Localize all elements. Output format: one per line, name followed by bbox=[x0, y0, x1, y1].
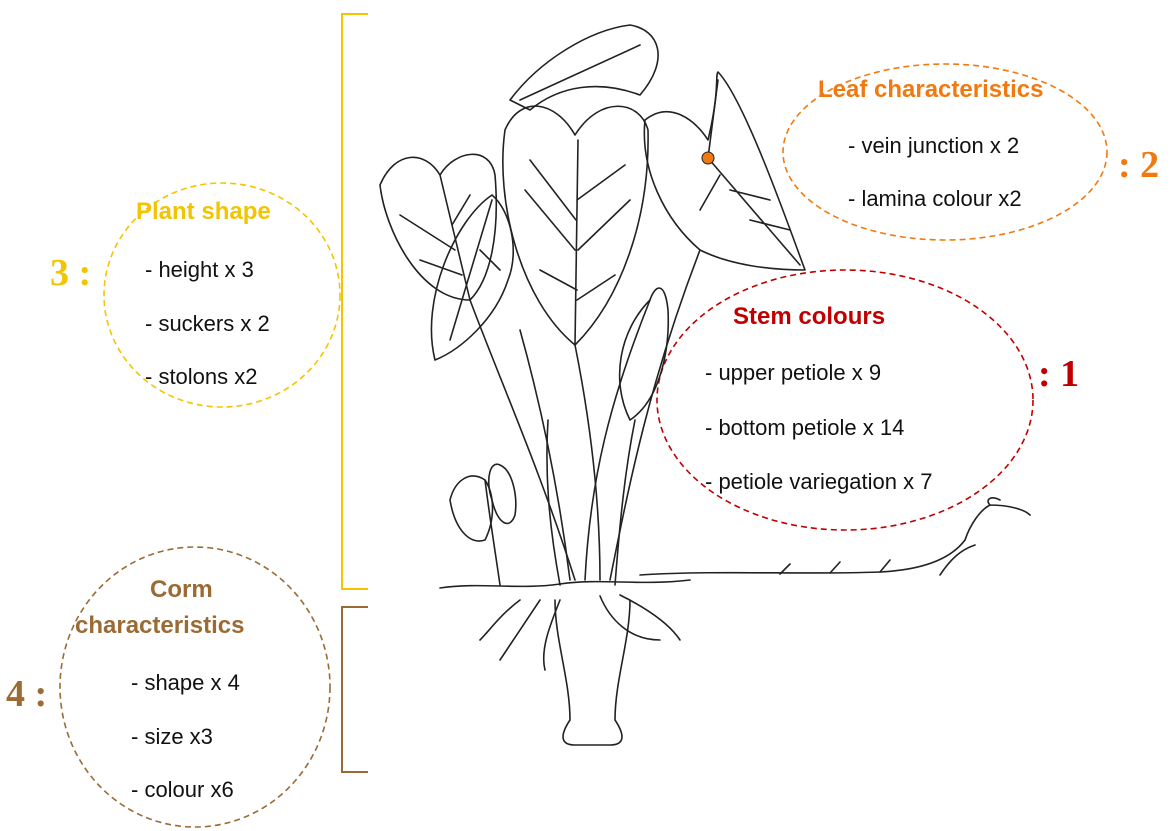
plant-shape-bracket bbox=[342, 14, 368, 589]
leaf-item-vein-junction: - vein junction x 2 bbox=[848, 133, 1019, 159]
corm-title-line1: Corm bbox=[150, 576, 213, 604]
stem-number: : 1 bbox=[1038, 352, 1079, 396]
stem-item-petiole-variegation: - petiole variegation x 7 bbox=[705, 469, 932, 495]
leaf-vein-junction-marker bbox=[702, 152, 714, 164]
corm-title-line2: characteristics bbox=[75, 612, 244, 640]
leaf-item-lamina-colour: - lamina colour x2 bbox=[848, 186, 1022, 212]
plant-shape-item-height: - height x 3 bbox=[145, 257, 254, 283]
leaf-number: : 2 bbox=[1118, 143, 1159, 187]
plant-shape-item-stolons: - stolons x2 bbox=[145, 364, 258, 390]
corm-bracket bbox=[342, 607, 368, 772]
corm-item-shape: - shape x 4 bbox=[131, 670, 240, 696]
corm-number: 4 : bbox=[6, 672, 47, 716]
corm-item-size: - size x3 bbox=[131, 724, 213, 750]
leaf-characteristics-title: Leaf characteristics bbox=[818, 76, 1043, 104]
corm-item-colour: - colour x6 bbox=[131, 777, 234, 803]
stem-item-upper-petiole: - upper petiole x 9 bbox=[705, 360, 881, 386]
stem-colours-title: Stem colours bbox=[733, 303, 885, 331]
plant-shape-number: 3 : bbox=[50, 251, 91, 295]
plant-shape-title: Plant shape bbox=[136, 198, 271, 226]
plant-shape-item-suckers: - suckers x 2 bbox=[145, 311, 270, 337]
stem-item-bottom-petiole: - bottom petiole x 14 bbox=[705, 415, 904, 441]
